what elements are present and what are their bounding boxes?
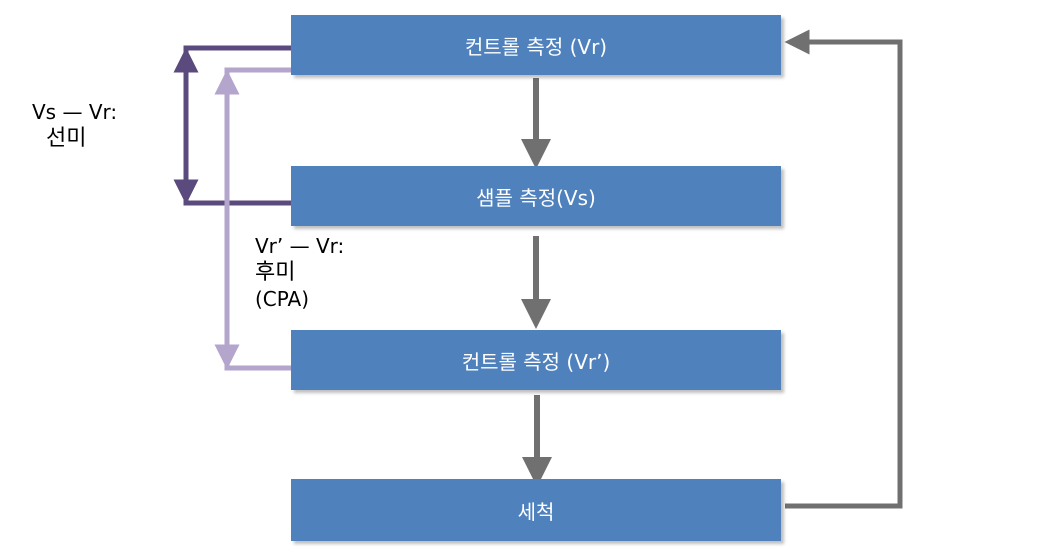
control-measurement-vr-box: 컨트롤 측정 (Vr) (291, 15, 781, 75)
sample-measurement-vs-box: 샘플 측정(Vs) (291, 166, 781, 226)
sensitization-name: 선미 (46, 126, 87, 151)
control-measurement-vr-prime-box: 컨트롤 측정 (Vr’) (291, 330, 781, 390)
wash-box: 세척 (291, 479, 781, 541)
control-measurement-vr-label: 컨트롤 측정 (Vr) (464, 34, 608, 59)
sensitization-formula: Vs — Vr: (32, 100, 118, 124)
aftertaste-bracket (224, 67, 291, 371)
aftertaste-name: 후미 (255, 260, 296, 285)
aftertaste-abbr: (CPA) (255, 286, 310, 311)
return-loop-arrow (784, 29, 903, 509)
aftertaste-label: Vr’ — Vr: 후미 (CPA) (255, 234, 344, 312)
aftertaste-formula: Vr’ — Vr: (255, 234, 345, 258)
sensitization-bracket (183, 45, 291, 206)
wash-label: 세척 (517, 499, 555, 524)
sensitization-label: Vs — Vr: 선미 (32, 100, 117, 153)
sample-measurement-vs-label: 샘플 측정(Vs) (476, 185, 596, 210)
control-measurement-vr-prime-label: 컨트롤 측정 (Vr’) (461, 349, 611, 374)
